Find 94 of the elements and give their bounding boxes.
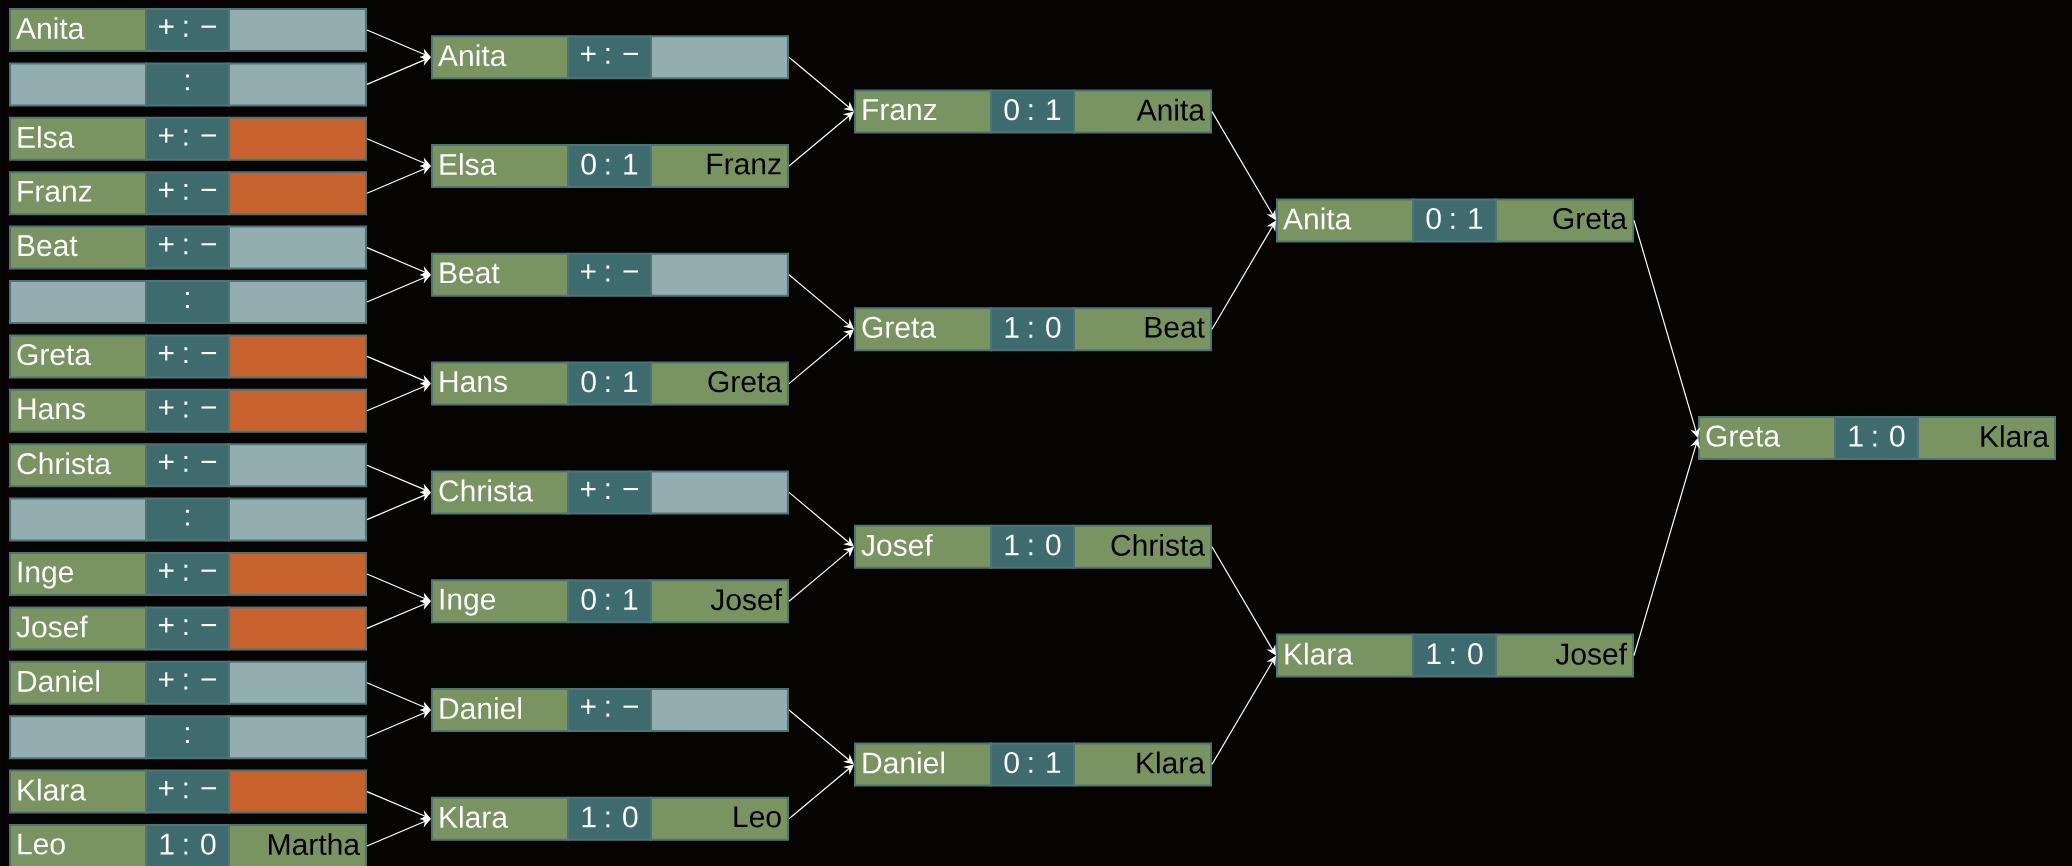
name-cell: Anita bbox=[1073, 89, 1212, 134]
score-cell: + : − bbox=[145, 116, 230, 161]
score-cell: + : − bbox=[145, 552, 230, 596]
name-cell: Inge bbox=[431, 579, 569, 624]
name-cell: Hans bbox=[9, 388, 147, 433]
name-cell: Anita bbox=[9, 8, 147, 52]
score-cell: 1 : 0 bbox=[1834, 416, 1919, 460]
score-cell: : bbox=[145, 715, 230, 760]
name-cell: Martha bbox=[228, 824, 367, 866]
name-cell: Greta bbox=[650, 361, 789, 406]
score-cell: : bbox=[145, 280, 230, 324]
score-cell: 1 : 0 bbox=[990, 524, 1075, 569]
name-cell: Franz bbox=[854, 89, 992, 134]
name-cell: Beat bbox=[9, 225, 147, 270]
arrow bbox=[366, 818, 431, 847]
name-cell: Christa bbox=[431, 470, 569, 515]
name-cell: Daniel bbox=[9, 660, 147, 705]
name-cell: Josef bbox=[854, 524, 992, 569]
score-cell: + : − bbox=[567, 688, 652, 732]
arrow bbox=[788, 56, 854, 112]
score-cell: + : − bbox=[145, 769, 230, 814]
name-cell: Franz bbox=[9, 171, 147, 216]
name-cell: Christa bbox=[9, 443, 147, 488]
name-cell: Inge bbox=[9, 552, 147, 596]
name-cell: Christa bbox=[1073, 524, 1212, 569]
name-cell: Josef bbox=[1495, 633, 1634, 678]
name-cell: Elsa bbox=[431, 144, 569, 188]
arrow bbox=[366, 382, 431, 412]
arrow bbox=[366, 138, 431, 167]
name-cell: Klara bbox=[1276, 633, 1414, 678]
name-cell: Elsa bbox=[9, 116, 147, 161]
arrow bbox=[788, 491, 854, 547]
score-cell: + : − bbox=[145, 443, 230, 488]
arrow bbox=[788, 329, 854, 385]
arrow bbox=[366, 165, 431, 194]
score-cell: : bbox=[145, 497, 230, 542]
arrow bbox=[1633, 219, 1701, 438]
score-cell: 0 : 1 bbox=[990, 742, 1075, 787]
name-cell: Klara bbox=[9, 769, 147, 814]
score-cell: + : − bbox=[145, 334, 230, 379]
name-cell: Klara bbox=[1917, 416, 2056, 460]
score-cell: + : − bbox=[145, 8, 230, 52]
score-cell: : bbox=[145, 62, 230, 107]
arrow bbox=[366, 682, 431, 711]
arrow bbox=[788, 764, 854, 820]
score-cell: + : − bbox=[567, 470, 652, 515]
score-cell: + : − bbox=[145, 225, 230, 270]
score-cell: 0 : 1 bbox=[567, 361, 652, 406]
name-cell: Hans bbox=[431, 361, 569, 406]
arrow bbox=[366, 709, 431, 738]
arrow bbox=[1211, 220, 1276, 330]
score-cell: 1 : 0 bbox=[145, 824, 230, 866]
arrow bbox=[366, 56, 431, 85]
name-cell: Daniel bbox=[431, 688, 569, 732]
arrow bbox=[366, 600, 431, 629]
name-cell: Greta bbox=[1495, 198, 1634, 243]
score-cell: 1 : 0 bbox=[990, 307, 1075, 352]
name-cell: Leo bbox=[9, 824, 147, 866]
name-cell: Beat bbox=[1073, 307, 1212, 352]
arrow bbox=[366, 274, 431, 303]
score-cell: 1 : 0 bbox=[1412, 633, 1497, 678]
arrow bbox=[788, 709, 854, 765]
name-cell: Anita bbox=[431, 35, 569, 80]
score-cell: 0 : 1 bbox=[990, 89, 1075, 134]
arrow bbox=[366, 573, 431, 602]
score-cell: + : − bbox=[567, 35, 652, 80]
name-cell: Klara bbox=[431, 796, 569, 841]
name-cell: Josef bbox=[650, 579, 789, 624]
name-cell: Daniel bbox=[854, 742, 992, 787]
score-cell: + : − bbox=[145, 660, 230, 705]
score-cell: + : − bbox=[145, 388, 230, 433]
name-cell: Anita bbox=[1276, 198, 1414, 243]
score-cell: + : − bbox=[145, 606, 230, 651]
name-cell: Leo bbox=[650, 796, 789, 841]
score-cell: 1 : 0 bbox=[567, 796, 652, 841]
score-cell: 0 : 1 bbox=[1412, 198, 1497, 243]
name-cell: Franz bbox=[650, 144, 789, 188]
arrow bbox=[788, 111, 854, 167]
name-cell: Greta bbox=[854, 307, 992, 352]
name-cell: Josef bbox=[9, 606, 147, 651]
score-cell: + : − bbox=[567, 252, 652, 297]
name-cell: Greta bbox=[9, 334, 147, 379]
arrow bbox=[366, 247, 431, 276]
arrow bbox=[366, 491, 431, 521]
score-cell: 0 : 1 bbox=[567, 579, 652, 624]
name-cell: Greta bbox=[1698, 416, 1836, 460]
name-cell: Klara bbox=[1073, 742, 1212, 787]
arrow bbox=[366, 29, 431, 58]
score-cell: 0 : 1 bbox=[567, 144, 652, 188]
arrow bbox=[366, 791, 431, 820]
arrow bbox=[366, 355, 431, 385]
score-cell: + : − bbox=[145, 171, 230, 216]
name-cell: Beat bbox=[431, 252, 569, 297]
arrow bbox=[1211, 546, 1276, 656]
